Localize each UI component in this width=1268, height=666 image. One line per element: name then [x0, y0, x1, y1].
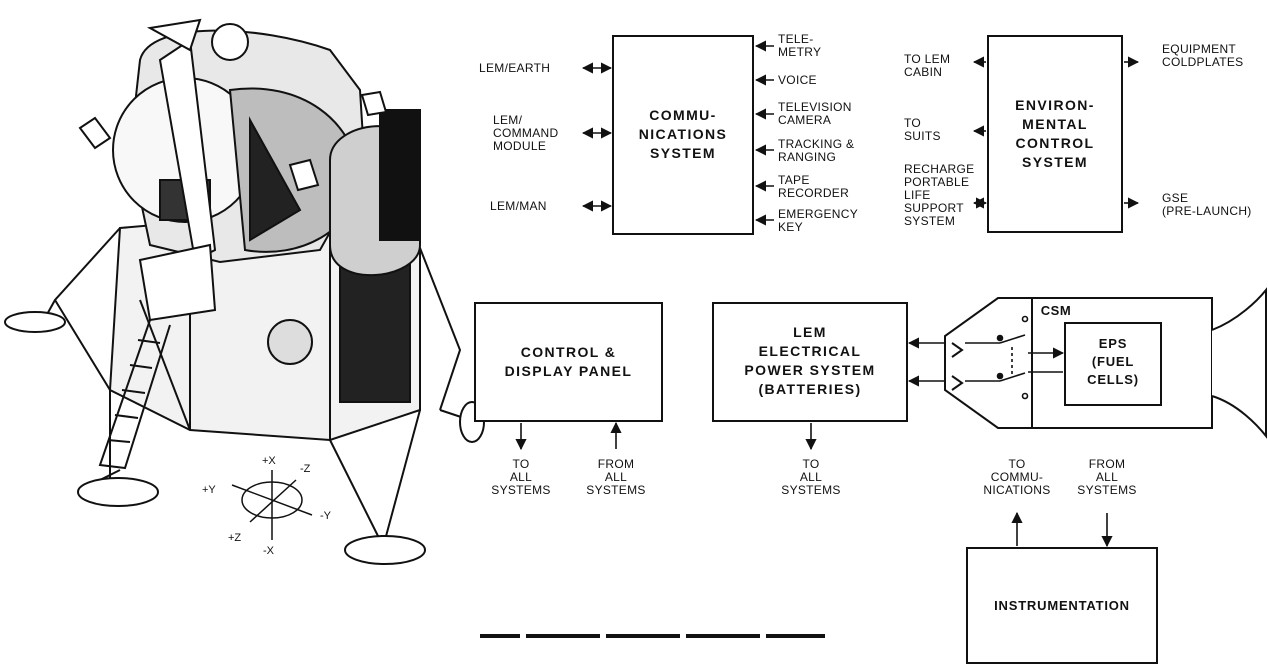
control-display-panel-label: CONTROL & DISPLAY PANEL	[475, 343, 662, 381]
axis-label-minus-y: -Y	[320, 510, 331, 522]
footpad-front	[78, 478, 158, 506]
comm-link-voice: VOICE	[778, 74, 817, 87]
control-display-arrows	[521, 423, 616, 449]
env-link-equipment-coldplates: EQUIPMENT COLDPLATES	[1162, 43, 1243, 69]
electrical-power-label: LEM ELECTRICAL POWER SYSTEM (BATTERIES)	[713, 323, 907, 399]
comm-link-lem-man: LEM/MAN	[490, 200, 547, 213]
axis-triad	[232, 470, 312, 540]
axis-label-minus-x: -X	[263, 545, 274, 557]
axis-label-plus-x: +X	[262, 455, 276, 467]
comm-link-lem-earth: LEM/EARTH	[479, 62, 550, 75]
env-link-recharge-plss: RECHARGE PORTABLE LIFE SUPPORT SYSTEM	[904, 163, 974, 228]
env-link-to-suits: TO SUITS	[904, 117, 941, 143]
scale-bar	[480, 634, 825, 638]
communications-left-arrows	[583, 68, 611, 206]
instrumentation-from-all-systems: FROM ALL SYSTEMS	[1074, 458, 1140, 497]
csm-label: CSM	[1028, 301, 1084, 320]
csm-engine-nozzle	[1212, 290, 1266, 436]
axis-label-plus-z: +Z	[228, 532, 241, 544]
control-display-to-all-systems: TO ALL SYSTEMS	[488, 458, 554, 497]
footpad-left	[5, 312, 65, 332]
instrumentation-label: INSTRUMENTATION	[967, 596, 1157, 615]
instrumentation-arrows	[1017, 513, 1107, 546]
lunar-module-illustration	[5, 20, 484, 564]
comm-link-television-camera: TELEVISION CAMERA	[778, 101, 852, 127]
comm-link-tape-recorder: TAPE RECORDER	[778, 174, 849, 200]
footpad-right	[345, 536, 425, 564]
electrical-to-all-systems: TO ALL SYSTEMS	[778, 458, 844, 497]
comm-link-telemetry: TELE- METRY	[778, 33, 821, 59]
comm-link-emergency-key: EMERGENCY KEY	[778, 208, 858, 234]
axis-label-minus-z: -Z	[300, 463, 310, 475]
environmental-control-label: ENVIRON- MENTAL CONTROL SYSTEM	[988, 96, 1122, 172]
axis-label-plus-y: +Y	[202, 484, 216, 496]
communications-system-label: COMMU- NICATIONS SYSTEM	[613, 106, 753, 163]
communications-right-arrows	[756, 46, 774, 220]
instrumentation-to-communications: TO COMMU- NICATIONS	[972, 458, 1062, 497]
comm-link-tracking-ranging: TRACKING & RANGING	[778, 138, 854, 164]
eps-fuel-cells-label: EPS (FUEL CELLS)	[1065, 335, 1161, 389]
control-display-from-all-systems: FROM ALL SYSTEMS	[583, 458, 649, 497]
env-link-gse-pre-launch: GSE (PRE-LAUNCH)	[1162, 192, 1252, 218]
comm-link-lem-command-module: LEM/ COMMAND MODULE	[493, 114, 558, 153]
env-link-to-lem-cabin: TO LEM CABIN	[904, 53, 950, 79]
